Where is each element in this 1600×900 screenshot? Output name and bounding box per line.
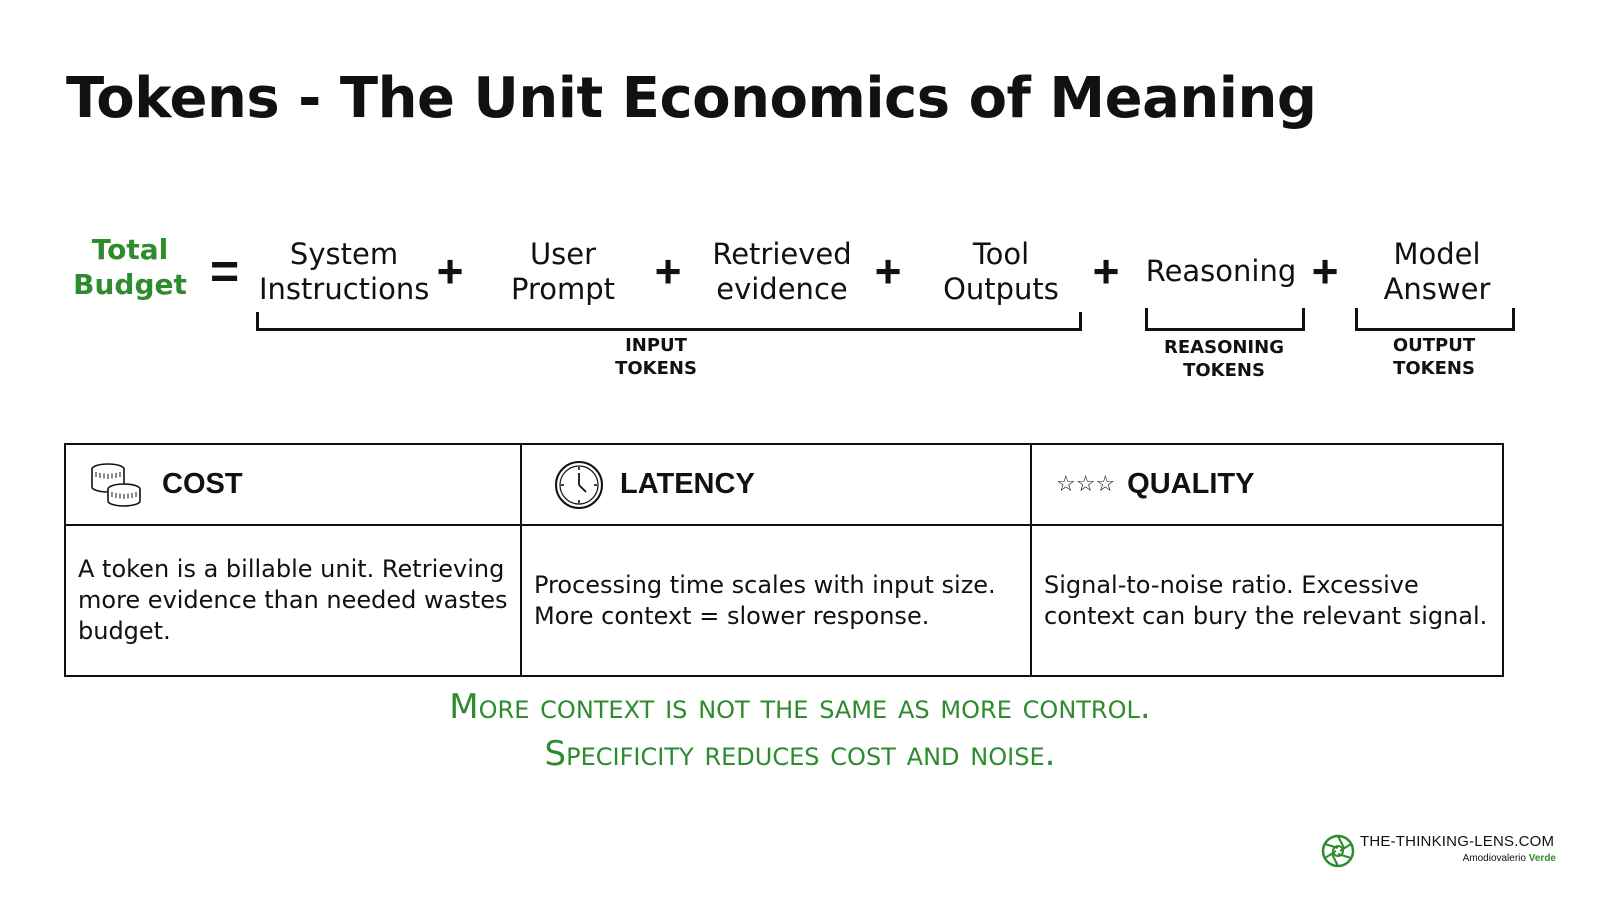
term-line2: Answer [1383, 272, 1491, 306]
term-line1: Model [1393, 237, 1481, 271]
term-user-prompt: User Prompt [488, 237, 638, 307]
term-line2: Outputs [943, 272, 1059, 306]
author-first-name: Amodiovalerio [1462, 853, 1526, 864]
reasoning-tokens-label: REASONING TOKENS [1134, 336, 1314, 382]
term-model-answer: Model Answer [1367, 237, 1507, 307]
term-retrieved-evidence: Retrieved evidence [707, 237, 857, 307]
group-line2: TOKENS [1183, 360, 1265, 381]
tagline-line2: Specificity reduces cost and noise. [544, 734, 1056, 774]
group-line2: TOKENS [1393, 358, 1475, 379]
quality-header-cell: ☆☆☆ QUALITY [1032, 445, 1502, 526]
quality-body: Signal-to-noise ratio. Excessive context… [1044, 570, 1488, 630]
plus-sign: + [1092, 245, 1120, 297]
tradeoff-table: COST LATENCY ☆☆☆ QUALITY A token is a bi… [64, 443, 1504, 677]
group-line1: OUTPUT [1392, 335, 1476, 356]
input-tokens-label: INPUT TOKENS [566, 334, 746, 380]
equals-sign: = [210, 243, 240, 299]
clock-icon [554, 460, 604, 510]
term-tool-outputs: Tool Outputs [931, 237, 1071, 307]
coins-icon [88, 461, 144, 509]
term-line2: evidence [716, 272, 848, 306]
output-tokens-label: OUTPUT TOKENS [1344, 334, 1524, 380]
total-budget-line1: Total [91, 233, 169, 266]
reasoning-tokens-bracket [1145, 308, 1305, 331]
total-budget-line2: Budget [73, 268, 187, 301]
page-title: Tokens - The Unit Economics of Meaning [66, 66, 1317, 131]
term-system-instructions: System Instructions [259, 237, 429, 307]
group-line1: INPUT [625, 335, 687, 356]
term-line1: Reasoning [1145, 254, 1297, 288]
term-line2: Instructions [259, 272, 430, 306]
term-line1: User [529, 237, 597, 271]
cost-body: A token is a billable unit. Retrieving m… [66, 526, 522, 675]
author-last-name: Verde [1528, 853, 1556, 864]
stars-icon: ☆☆☆ [1056, 472, 1116, 497]
brand-author: Amodiovalerio Verde [1463, 853, 1556, 864]
plus-sign: + [436, 245, 464, 297]
total-budget-label: Total Budget [60, 232, 200, 302]
cost-header-cell: COST [66, 445, 522, 526]
latency-header: LATENCY [620, 468, 755, 500]
latency-body: Processing time scales with input size. … [522, 526, 1032, 675]
group-line1: REASONING [1164, 337, 1284, 358]
term-line1: System [289, 237, 399, 271]
quality-header: QUALITY [1127, 468, 1255, 500]
latency-header-cell: LATENCY [522, 445, 1032, 526]
output-tokens-bracket [1355, 308, 1515, 331]
term-line1: Tool [972, 237, 1030, 271]
group-line2: TOKENS [615, 358, 697, 379]
term-line2: Prompt [510, 272, 616, 306]
term-reasoning: Reasoning [1141, 254, 1301, 289]
term-line1: Retrieved [712, 237, 852, 271]
brand-site: THE-THINKING-LENS.COM [1360, 833, 1555, 850]
cost-header: COST [162, 468, 243, 500]
plus-sign: + [874, 245, 902, 297]
aperture-logo-icon [1321, 834, 1355, 873]
input-tokens-bracket [256, 312, 1082, 331]
tagline-line1: More context is not the same as more con… [449, 687, 1151, 727]
plus-sign: + [1311, 245, 1339, 297]
plus-sign: + [654, 245, 682, 297]
